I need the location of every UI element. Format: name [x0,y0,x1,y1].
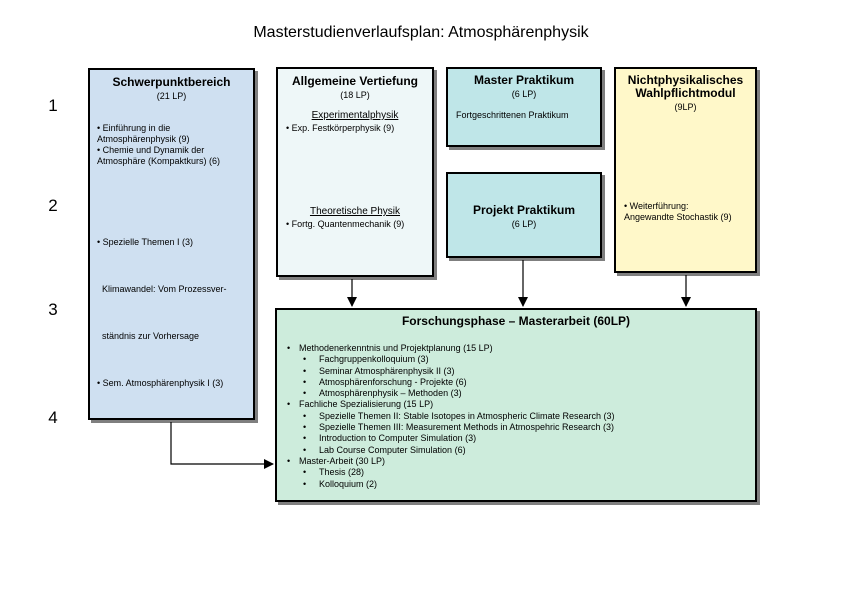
schwerpunkt-item: ständnis zur Vorhersage [97,331,200,341]
semester-label-1: 1 [48,96,58,115]
master-praktikum-lp: (6 LP) [511,89,537,99]
forschung-group-label: Fachliche Spezialisierung (15 LP) [299,399,434,410]
list-item: •Spezielle Themen II: Stable Isotopes in… [303,410,615,421]
projekt-praktikum-box: Projekt Praktikum (6 LP) [446,172,602,258]
allgemein-item: • Fortg. Quantenmechanik (9) [286,219,405,229]
schwerpunkt-item: • Einführung in die [97,123,171,133]
nichtphysikalisches-wahlpflichtmodul-box: Nichtphysikalisches Wahlpflichtmodul (9L… [614,67,757,273]
nichtphys-heading-line1: Nichtphysikalisches [627,73,744,87]
nichtphys-item: Angewandte Stochastik (9) [624,212,732,222]
list-item-text: Thesis (28) [319,467,365,478]
experimentalphysik-heading: Experimentalphysik [311,110,399,121]
allgemein-heading: Allgemeine Vertiefung [291,74,419,88]
forschung-group: •Master-Arbeit (30 LP) [287,455,386,466]
theoretische-physik-heading: Theoretische Physik [309,206,401,217]
semester-label-4: 4 [48,408,58,427]
allgemein-item: • Exp. Festkörperphysik (9) [286,123,395,133]
forschung-group: •Methodenerkenntnis und Projektplanung (… [287,343,493,353]
list-item: •Fachgruppenkolloquium (3) [303,354,429,365]
schwerpunkt-heading: Schwerpunktbereich [112,75,231,89]
schwerpunkt-item: • Chemie und Dynamik der [97,145,205,155]
master-praktikum-box: Master Praktikum (6 LP) Fortgeschrittene… [446,67,602,147]
allgemeine-vertiefung-box: Allgemeine Vertiefung (18 LP) Experiment… [276,67,434,277]
list-item: •Atmosphärenforschung - Projekte (6) [303,376,467,387]
schwerpunkt-box: Schwerpunktbereich (21 LP) • Einführung … [88,68,255,420]
schwerpunkt-item: • Sem. Atmosphärenphysik I (3) [97,378,224,388]
list-item: •Introduction to Computer Simulation (3) [303,433,477,444]
forschung-list: •Methodenerkenntnis und Projektplanung (… [287,343,614,490]
forschung-heading: Forschungsphase – Masterarbeit (60LP) [401,314,631,328]
list-item-text: Seminar Atmosphärenphysik II (3) [319,365,455,376]
schwerpunkt-item: • Spezielle Themen I (3) [97,237,194,247]
forschungsphase-box: Forschungsphase – Masterarbeit (60LP) •M… [275,308,757,502]
arrow-schwerpunkt-to-forschung [170,422,274,469]
schwerpunkt-lp: (21 LP) [156,91,187,101]
list-item: •Thesis (28) [303,467,365,478]
allgemein-lp: (18 LP) [340,90,370,100]
master-praktikum-heading: Master Praktikum [473,73,575,87]
schwerpunkt-item: Atmosphäre (Kompaktkurs) (6) [97,156,221,166]
page-title: Masterstudienverlaufsplan: Atmosphärenph… [253,24,589,41]
nichtphys-item: • Weiterführung: [624,201,689,211]
projekt-praktikum-heading: Projekt Praktikum [472,203,576,217]
list-item-text: Spezielle Themen III: Measurement Method… [319,422,614,433]
nichtphys-heading-line2: Wahlpflichtmodul [635,86,736,100]
semester-label-3: 3 [48,300,58,319]
list-item-text: Atmosphärenforschung - Projekte (6) [319,376,467,387]
list-item-text: Introduction to Computer Simulation (3) [319,433,477,444]
forschung-group-label: Master-Arbeit (30 LP) [299,455,386,466]
projekt-praktikum-lp: (6 LP) [511,219,537,229]
master-praktikum-item: Fortgeschrittenen Praktikum [456,110,569,120]
list-item: •Spezielle Themen III: Measurement Metho… [303,422,614,433]
list-item-text: Lab Course Computer Simulation (6) [319,444,466,455]
nichtphys-lp: (9LP) [674,102,697,112]
list-item: •Atmosphärenphysik – Methoden (3) [303,388,462,399]
schwerpunkt-item: Atmosphärenphysik (9) [97,134,190,144]
list-item-text: Atmosphärenphysik – Methoden (3) [319,388,462,399]
schwerpunkt-item: Klimawandel: Vom Prozessver- [97,284,227,294]
list-item: •Kolloquium (2) [303,478,378,489]
list-item-text: Kolloquium (2) [319,478,378,489]
list-item-text: Spezielle Themen II: Stable Isotopes in … [319,410,615,421]
list-item: •Seminar Atmosphärenphysik II (3) [303,365,455,376]
list-item-text: Fachgruppenkolloquium (3) [319,354,429,365]
semester-label-2: 2 [48,196,58,215]
forschung-group-label: Methodenerkenntnis und Projektplanung (1… [299,343,493,353]
forschung-group: •Fachliche Spezialisierung (15 LP) [287,399,434,410]
list-item: •Lab Course Computer Simulation (6) [303,444,466,455]
